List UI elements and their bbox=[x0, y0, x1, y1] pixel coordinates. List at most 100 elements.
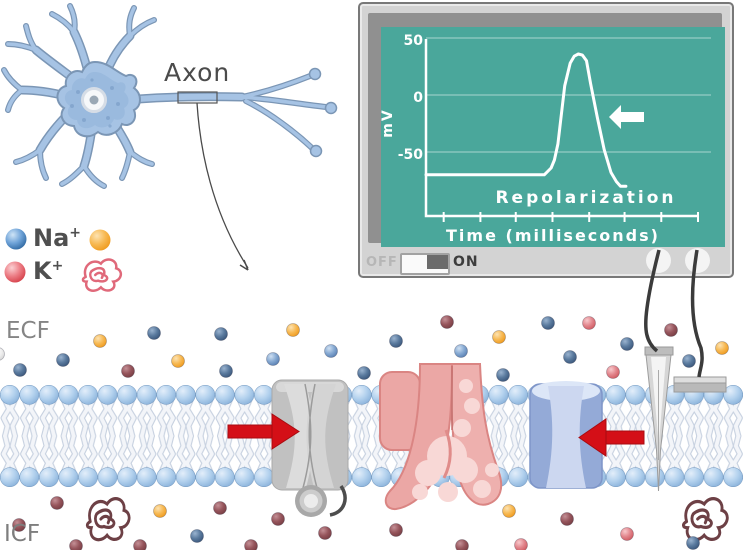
ion-orange bbox=[93, 334, 107, 348]
ion-k-dark bbox=[69, 539, 83, 550]
potassium-legend-label: K+ bbox=[33, 257, 63, 285]
voltage-trace bbox=[424, 52, 628, 188]
lipid-bilayer-membrane bbox=[0, 384, 743, 488]
protein-squiggle-icf-right bbox=[681, 496, 729, 542]
ion-k-light bbox=[582, 316, 596, 330]
ion-k-dark bbox=[244, 539, 258, 550]
ion-na-dark bbox=[686, 536, 700, 550]
power-switch[interactable] bbox=[400, 253, 450, 275]
axon-label: Axon bbox=[164, 58, 231, 87]
ytick-label-50: 50 bbox=[403, 33, 423, 49]
ion-orange bbox=[492, 330, 506, 344]
ion-orange bbox=[286, 323, 300, 337]
ion-k-dark bbox=[389, 523, 403, 537]
red-arrows bbox=[227, 413, 645, 457]
y-axis-label: mV bbox=[381, 108, 396, 138]
sodium-legend-label: Na+ bbox=[33, 224, 81, 252]
ion-k-dark bbox=[50, 496, 64, 510]
off-label: OFF bbox=[366, 255, 398, 270]
ion-k-light bbox=[620, 527, 634, 541]
channel-domain-blobs bbox=[412, 379, 499, 502]
sodium-charge: + bbox=[69, 225, 82, 241]
axon-zoom-box bbox=[177, 91, 218, 104]
soma bbox=[56, 60, 141, 138]
ion-k-dark bbox=[121, 364, 135, 378]
icf-ions bbox=[12, 496, 700, 550]
gridlines bbox=[426, 37, 711, 153]
ion-na-light bbox=[266, 352, 280, 366]
potassium-charge: + bbox=[51, 258, 64, 274]
electrode-port-right bbox=[685, 248, 710, 273]
ion-na-dark bbox=[357, 366, 371, 380]
potassium-legend-icon bbox=[4, 261, 26, 283]
ion-na-dark bbox=[389, 334, 403, 348]
voltage-chart bbox=[424, 37, 711, 222]
channel-inactivation-ball bbox=[295, 485, 327, 517]
ion-na-dark bbox=[541, 316, 555, 330]
ion-na-dark bbox=[620, 337, 634, 351]
ion-k-dark bbox=[440, 315, 454, 329]
ion-silver bbox=[0, 347, 5, 361]
legend-protein-squiggle bbox=[81, 258, 123, 292]
ecf-label: ECF bbox=[6, 318, 50, 344]
ion-k-light bbox=[514, 538, 528, 550]
ion-k-dark bbox=[664, 323, 678, 337]
ion-orange bbox=[502, 504, 516, 518]
recording-microelectrode bbox=[644, 346, 674, 492]
ytick-label-0: 0 bbox=[413, 90, 423, 106]
ion-na-dark bbox=[147, 326, 161, 340]
nucleus bbox=[81, 87, 107, 113]
ion-k-dark bbox=[271, 512, 285, 526]
axon-terminals bbox=[308, 67, 338, 158]
blue-ion-channel-open bbox=[529, 381, 603, 489]
ion-na-dark bbox=[214, 327, 228, 341]
ion-na-dark bbox=[219, 364, 233, 378]
red-arrow-right-icon bbox=[227, 413, 300, 450]
gray-ion-channel-closed bbox=[271, 379, 349, 517]
ion-k-light bbox=[606, 365, 620, 379]
ion-na-dark bbox=[682, 354, 696, 368]
potassium-symbol: K bbox=[33, 257, 52, 285]
repolarization-arrow-icon bbox=[609, 105, 644, 129]
pink-ion-channel-inactivated bbox=[379, 363, 503, 511]
ion-na-light bbox=[324, 344, 338, 358]
electrode-port-left bbox=[646, 248, 671, 273]
on-label: ON bbox=[453, 254, 479, 270]
nucleolus bbox=[89, 95, 99, 105]
ecf-ions bbox=[0, 315, 729, 382]
ion-na-dark bbox=[13, 363, 27, 377]
ion-k-dark bbox=[455, 539, 469, 550]
ion-na-dark bbox=[563, 350, 577, 364]
sodium-symbol: Na bbox=[33, 224, 70, 252]
ion-orange bbox=[153, 504, 167, 518]
power-switch-knob[interactable] bbox=[427, 255, 448, 269]
reference-electrode bbox=[673, 376, 727, 393]
ion-na-dark bbox=[190, 529, 204, 543]
ion-na-dark bbox=[496, 368, 510, 382]
sodium-legend-icon bbox=[5, 228, 27, 250]
leader-arrow bbox=[196, 102, 249, 271]
ion-orange bbox=[171, 354, 185, 368]
inactivation-ball-tether bbox=[329, 485, 347, 517]
ion-k-dark bbox=[560, 512, 574, 526]
repolarization-label: Repolarization bbox=[495, 188, 677, 208]
ion-orange bbox=[715, 341, 729, 355]
screen-bezel: 50 0 -50 mV Repolarization Time (millise… bbox=[368, 13, 725, 247]
x-axis-label: Time (milliseconds) bbox=[446, 226, 660, 245]
ion-k-dark bbox=[318, 526, 332, 540]
icf-label: ICF bbox=[4, 521, 41, 547]
ion-na-light bbox=[454, 344, 468, 358]
ion-k-dark bbox=[133, 539, 147, 550]
protein-squiggle-icf-left bbox=[85, 496, 131, 542]
oscilloscope-monitor: 50 0 -50 mV Repolarization Time (millise… bbox=[358, 2, 734, 278]
ion-k-dark bbox=[213, 501, 227, 515]
monitor-screen: 50 0 -50 mV Repolarization Time (millise… bbox=[381, 27, 725, 247]
axon bbox=[123, 93, 245, 103]
chart-axes bbox=[424, 39, 698, 218]
ytick-label-neg50: -50 bbox=[397, 147, 423, 163]
ion-na-dark bbox=[56, 353, 70, 367]
soma-speckles bbox=[70, 78, 120, 128]
orange-ion-legend-icon bbox=[89, 229, 111, 251]
red-arrow-left-icon bbox=[578, 418, 645, 457]
